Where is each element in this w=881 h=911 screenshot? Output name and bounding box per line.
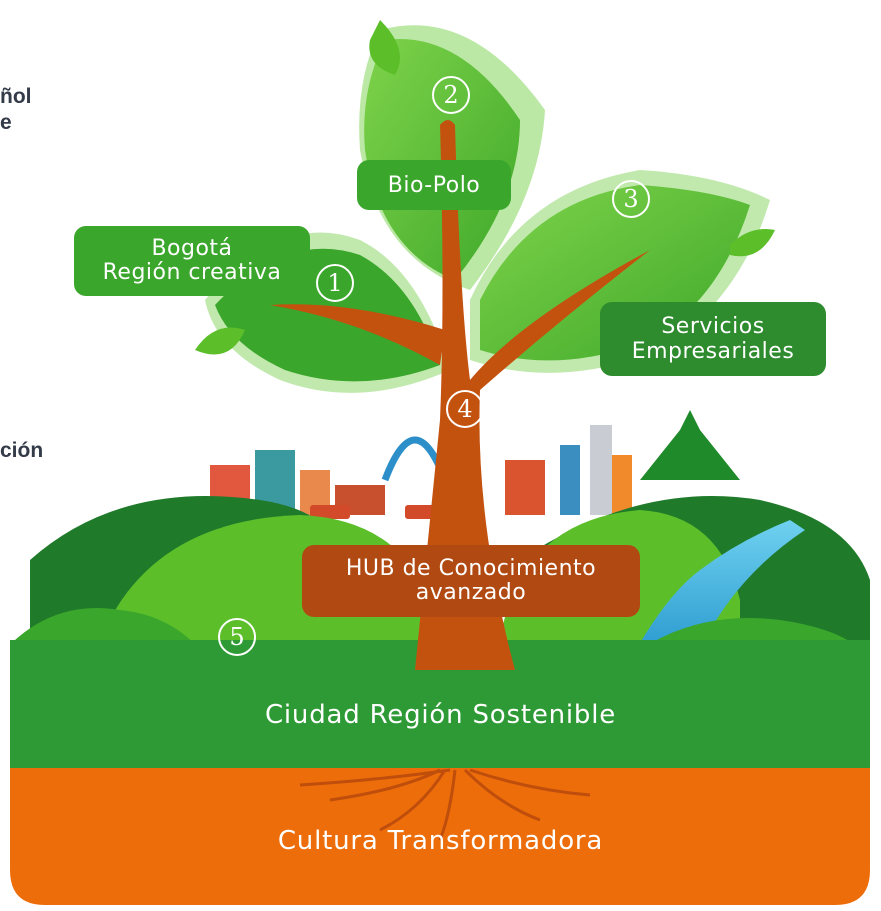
cut-text-2: e [0,111,12,134]
band-green-text: Ciudad Región Sostenible [264,700,617,730]
hub-line1: HUB de Conocimiento [345,556,597,581]
number-badge-2: 2 [432,76,470,114]
number-badge-3: 3 [612,180,650,218]
servicios-line1: Servicios [661,314,765,339]
cut-text-3: ción [0,439,44,462]
biopolo-text: Bio-Polo [387,172,481,198]
cut-text-1: ñol [0,85,32,108]
number-badge-4: 4 [446,390,484,428]
number-badge-5: 5 [218,618,256,656]
label-servicios: Servicios Empresariales [600,302,826,376]
bogota-line2: Región creativa [102,260,282,285]
number-badge-1: 1 [316,264,354,302]
label-biopolo: Bio-Polo [357,160,511,210]
band-orange-text: Cultura Transformadora [277,826,604,856]
servicios-line2: Empresariales [631,339,795,364]
hub-line2: avanzado [415,580,527,605]
label-bogota: Bogotá Región creativa [74,226,310,296]
label-hub: HUB de Conocimiento avanzado [302,545,640,617]
roots [299,768,591,841]
tree-trunk [270,120,650,670]
bogota-line1: Bogotá [151,236,233,261]
